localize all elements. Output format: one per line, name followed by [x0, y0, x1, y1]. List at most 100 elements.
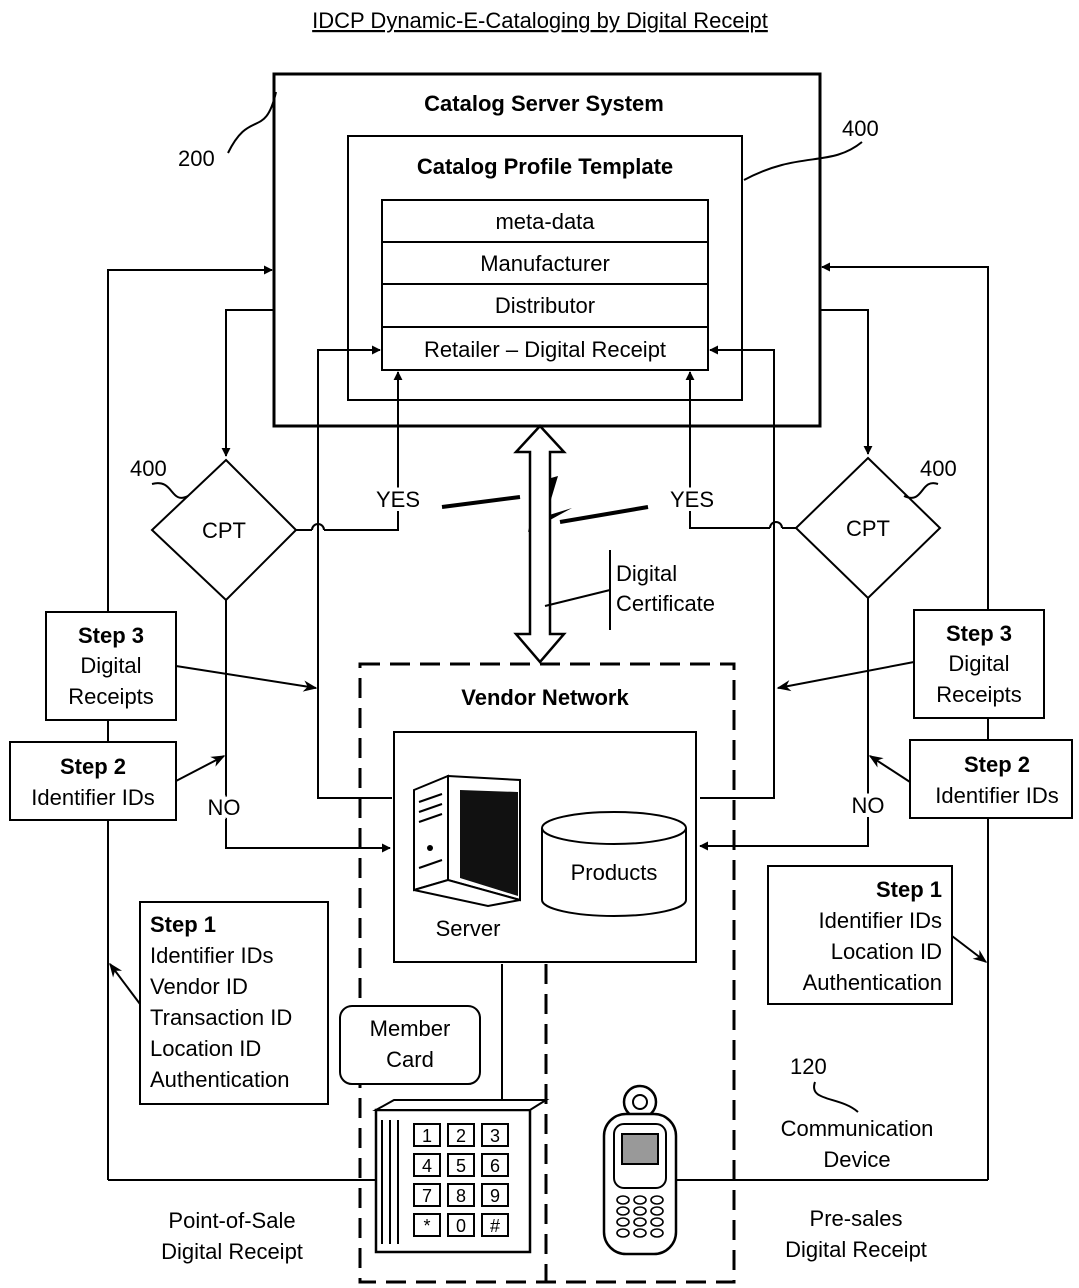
left-step1-line-3: Transaction ID — [150, 1005, 292, 1030]
phone-key — [633, 1217, 647, 1227]
cpt-left-label: CPT — [202, 518, 246, 543]
member-card-line-2: Card — [386, 1047, 434, 1072]
left-step1-line-4: Location ID — [150, 1036, 261, 1061]
yes-left-label: YES — [376, 487, 420, 512]
presales-label-line-2: Digital Receipt — [785, 1237, 927, 1262]
server-icon — [413, 774, 521, 908]
keypad-key-label: 7 — [422, 1186, 432, 1206]
keypad-key-label: 5 — [456, 1156, 466, 1176]
keypad-key: 7 — [413, 1183, 441, 1207]
pos-label-line-2: Digital Receipt — [161, 1239, 303, 1264]
phone-key — [616, 1195, 630, 1205]
vendor-network-title: Vendor Network — [461, 685, 629, 710]
right-step2-box: Step 2 Identifier IDs — [909, 739, 1073, 819]
certificate-line-2: Certificate — [616, 591, 715, 616]
vendor-network: Vendor Network — [358, 662, 736, 1284]
right-step3-line-2: Receipts — [936, 682, 1022, 707]
keypad-key: 2 — [447, 1123, 475, 1147]
phone-key — [650, 1217, 664, 1227]
ref-120: 120 — [790, 1054, 859, 1113]
phone-key — [650, 1206, 664, 1216]
template-row-retailer: Retailer – Digital Receipt — [424, 337, 666, 362]
right-step3-box: Step 3 Digital Receipts — [913, 609, 1045, 719]
phone-key — [616, 1228, 630, 1238]
left-step1-line-1: Identifier IDs — [150, 943, 274, 968]
cpt-right-label: CPT — [846, 516, 890, 541]
keypad-key-label: * — [423, 1216, 430, 1236]
ref-400-right-label: 400 — [920, 456, 957, 481]
right-step1-box: Step 1 Identifier IDs Location ID Authen… — [767, 865, 953, 1005]
keypad-key: 8 — [447, 1183, 475, 1207]
pos-label-line-1: Point-of-Sale — [168, 1208, 295, 1233]
diagram-title: IDCP Dynamic-E-Cataloging by Digital Rec… — [312, 8, 768, 33]
keypad-key-label: 8 — [456, 1186, 466, 1206]
member-card-line-1: Member — [370, 1016, 451, 1041]
ref-400-left: 400 — [130, 456, 189, 499]
right-step3-line-1: Digital — [948, 651, 1009, 676]
keypad-key: 4 — [413, 1153, 441, 1177]
keypad-key: 3 — [481, 1123, 509, 1147]
keypad-key-label: 0 — [456, 1216, 466, 1236]
template-row-manufacturer: Manufacturer — [480, 251, 610, 276]
template-title: Catalog Profile Template — [417, 154, 673, 179]
keypad-key: # — [481, 1213, 509, 1237]
ref-120-label: 120 — [790, 1054, 827, 1079]
right-step2-line-1: Identifier IDs — [935, 783, 1059, 808]
keypad-key-label: 4 — [422, 1156, 432, 1176]
ref-400-right: 400 — [903, 456, 957, 499]
products-label: Products — [571, 860, 658, 885]
comm-device-line-1: Communication — [781, 1116, 934, 1141]
no-left-label: NO — [208, 795, 241, 820]
left-step3-line-1: Digital — [80, 653, 141, 678]
keypad-key: * — [413, 1213, 441, 1237]
keypad-key-label: 3 — [490, 1126, 500, 1146]
phone-key — [616, 1217, 630, 1227]
keypad-key: 9 — [481, 1183, 509, 1207]
ref-200: 200 — [178, 91, 277, 171]
ref-400-template: 400 — [743, 116, 879, 181]
catalog-profile-template: Catalog Profile Template meta-data Manuf… — [347, 135, 743, 401]
left-step2-title: Step 2 — [60, 754, 126, 779]
left-step1-line-5: Authentication — [150, 1067, 289, 1092]
server-label: Server — [436, 916, 501, 941]
catalog-server-title: Catalog Server System — [424, 91, 664, 116]
right-step1-line-2: Location ID — [831, 939, 942, 964]
digital-certificate-label: Digital Certificate — [544, 550, 715, 630]
left-step1-line-2: Vendor ID — [150, 974, 248, 999]
yes-right-label: YES — [670, 487, 714, 512]
certificate-line-1: Digital — [616, 561, 677, 586]
network-link-arrow — [513, 424, 567, 664]
communication-device-icon — [602, 1084, 678, 1256]
phone-key — [633, 1195, 647, 1205]
cpt-decision-right: CPT — [794, 456, 942, 600]
keypad-key-label: 9 — [490, 1186, 500, 1206]
ref-200-label: 200 — [178, 146, 215, 171]
comm-device-line-2: Device — [823, 1147, 890, 1172]
member-card: Member Card — [339, 1005, 481, 1085]
left-step1-title: Step 1 — [150, 912, 216, 937]
right-step1-line-3: Authentication — [803, 970, 942, 995]
keypad-key: 5 — [447, 1153, 475, 1177]
left-step2-line-1: Identifier IDs — [31, 785, 155, 810]
left-step1-box: Step 1 Identifier IDs Vendor ID Transact… — [139, 901, 329, 1105]
phone-key — [616, 1206, 630, 1216]
keypad-key-label: # — [490, 1216, 500, 1236]
right-step3-title: Step 3 — [946, 621, 1012, 646]
ref-400-template-label: 400 — [842, 116, 879, 141]
right-step1-title: Step 1 — [876, 877, 942, 902]
no-right-label: NO — [852, 793, 885, 818]
keypad-key: 0 — [447, 1213, 475, 1237]
keypad-key-label: 2 — [456, 1126, 466, 1146]
phone-key — [650, 1195, 664, 1205]
phone-key — [633, 1228, 647, 1238]
phone-key — [633, 1206, 647, 1216]
left-step3-title: Step 3 — [78, 623, 144, 648]
left-step3-box: Step 3 Digital Receipts — [45, 611, 177, 721]
keypad-key-label: 1 — [422, 1126, 432, 1146]
template-row-distributor: Distributor — [495, 293, 595, 318]
left-step3-line-2: Receipts — [68, 684, 154, 709]
right-step1-line-1: Identifier IDs — [819, 908, 943, 933]
keypad-key: 6 — [481, 1153, 509, 1177]
